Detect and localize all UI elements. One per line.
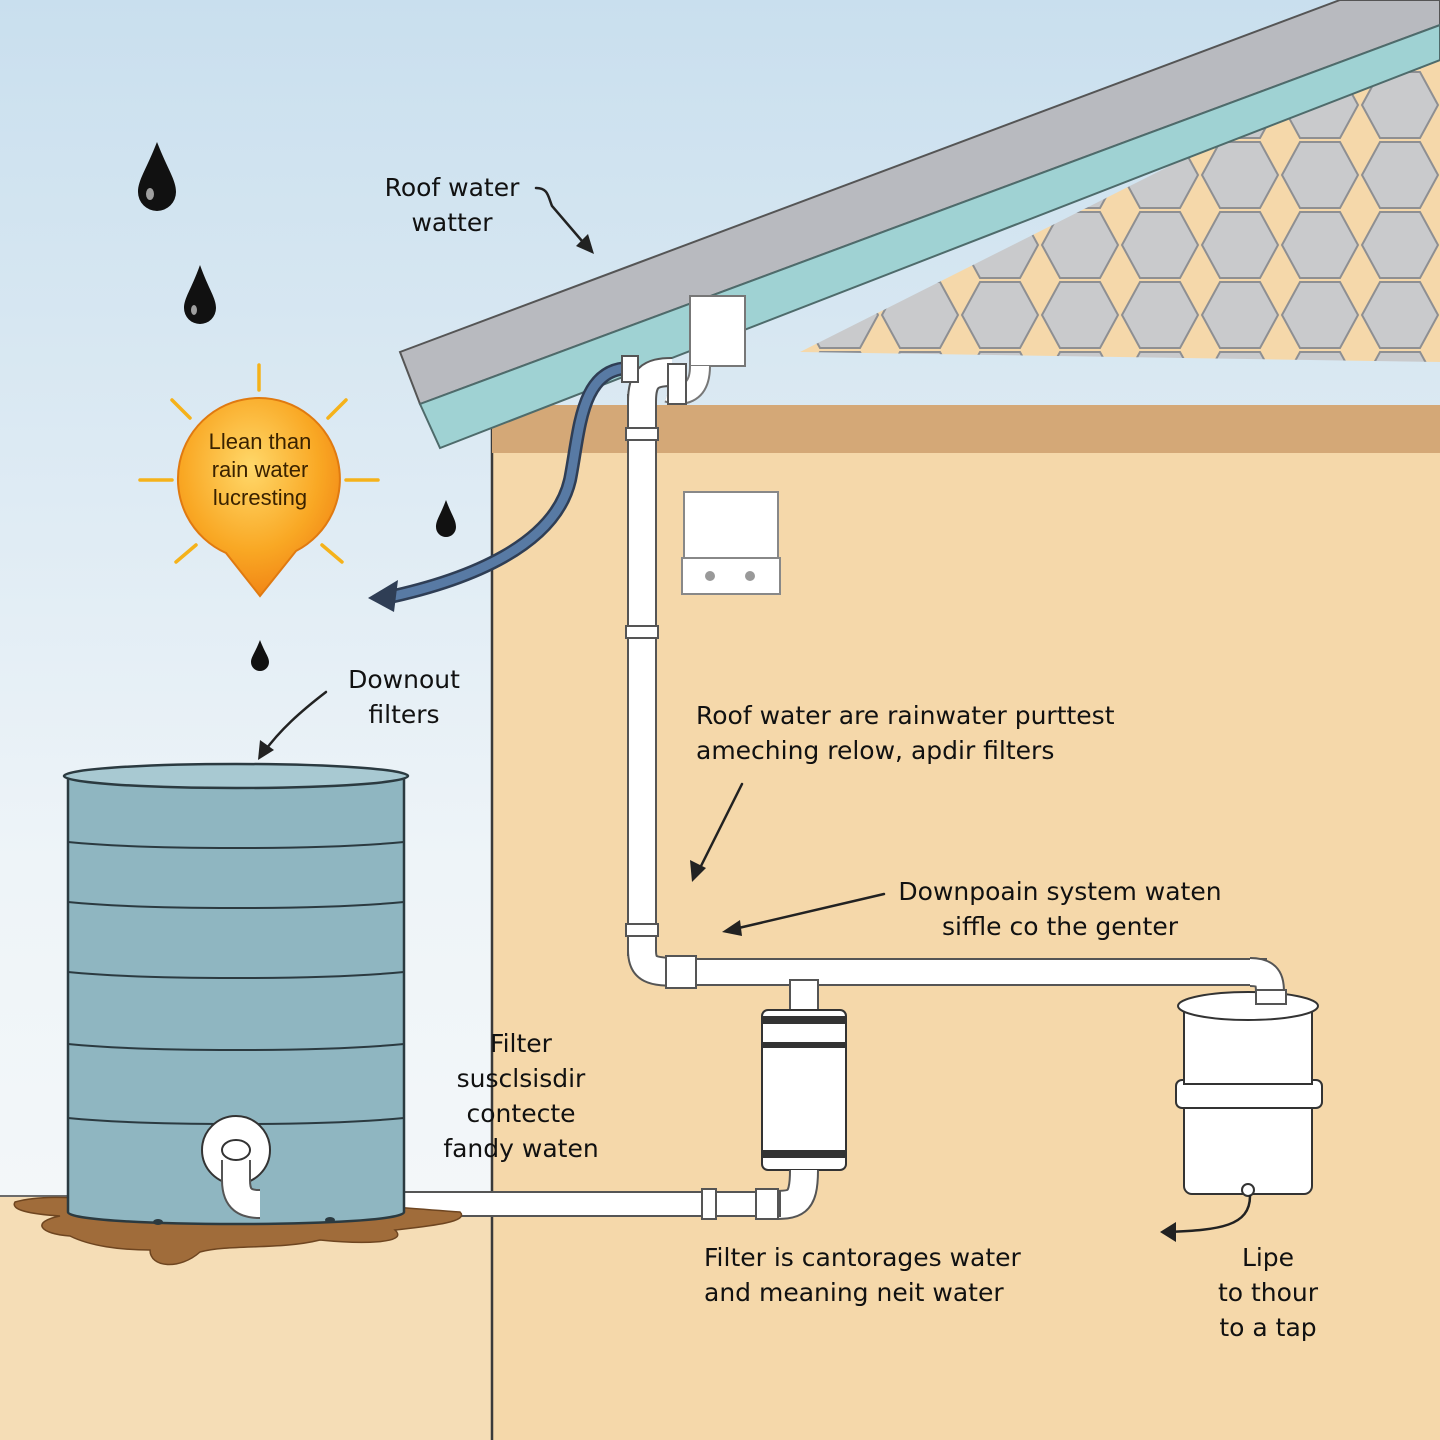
wall-box-top (683, 491, 779, 559)
filter-cylinder (761, 1009, 847, 1171)
wall-box-screw (745, 571, 755, 581)
roof-gutter (418, 23, 1440, 450)
raindrop-icon (138, 142, 176, 211)
label-line: Llean than (208, 429, 312, 454)
raindrop-icon (251, 640, 269, 671)
label-line: Lipe (1241, 1243, 1295, 1272)
label-sun-badge: Llean than rain water lucresting (180, 428, 340, 512)
label-line: rain water (211, 457, 309, 482)
label-line: Roof water are rainwater purttest (696, 701, 1115, 730)
label-filter-suscl: Filter susclsisdir contecte fandy waten (426, 1026, 616, 1166)
arrow-icon (262, 186, 1252, 1234)
storage-container (1175, 991, 1323, 1195)
label-line: Downout (348, 665, 460, 694)
gutter-outlet (689, 295, 746, 367)
label-line: watter (411, 208, 493, 237)
horizontal-pipe (669, 958, 1267, 986)
label-line: fandy waten (443, 1134, 599, 1163)
label-roof-water: Roof water watter (372, 170, 532, 240)
label-line: filters (368, 700, 440, 729)
label-line: and meaning neit water (704, 1278, 1004, 1307)
tap-outlet (1241, 1183, 1255, 1197)
label-downpipe-system: Downpoain system waten siffle co the gen… (880, 874, 1240, 944)
label-line: ameching relow, apdir filters (696, 736, 1055, 765)
label-line: to a tap (1219, 1313, 1317, 1342)
label-line: to thour (1217, 1278, 1319, 1307)
label-roof-rainwater: Roof water are rainwater purttest amechi… (696, 698, 1115, 768)
downpipe (625, 394, 659, 956)
label-line: contecte (466, 1099, 576, 1128)
label-filter-storage: Filter is cantorages water and meaning n… (704, 1240, 1021, 1310)
water-tank (62, 762, 410, 1226)
label-line: susclsisdir (456, 1064, 586, 1093)
label-downout-filters: Downout filters (334, 662, 474, 732)
filter-inlet-pipe (789, 979, 819, 1013)
label-line: Filter (490, 1029, 552, 1058)
raindrop-icon (436, 500, 456, 537)
hose-arrowhead (368, 580, 398, 612)
label-pipe-tap: Lipe to thour to a tap (1198, 1240, 1338, 1345)
sun-icon (138, 363, 380, 598)
label-line: siffle co the genter (942, 912, 1178, 941)
wall-box-bottom (681, 557, 781, 595)
label-line: Downpoain system waten (898, 877, 1222, 906)
label-line: Roof water (384, 173, 520, 202)
roof-top (398, 0, 1440, 406)
wall-box-screw (705, 571, 715, 581)
raindrop-icon (184, 265, 216, 324)
arrowhead (258, 234, 1176, 1242)
label-line: Filter is cantorages water (704, 1243, 1021, 1272)
label-line: lucresting (212, 485, 308, 510)
